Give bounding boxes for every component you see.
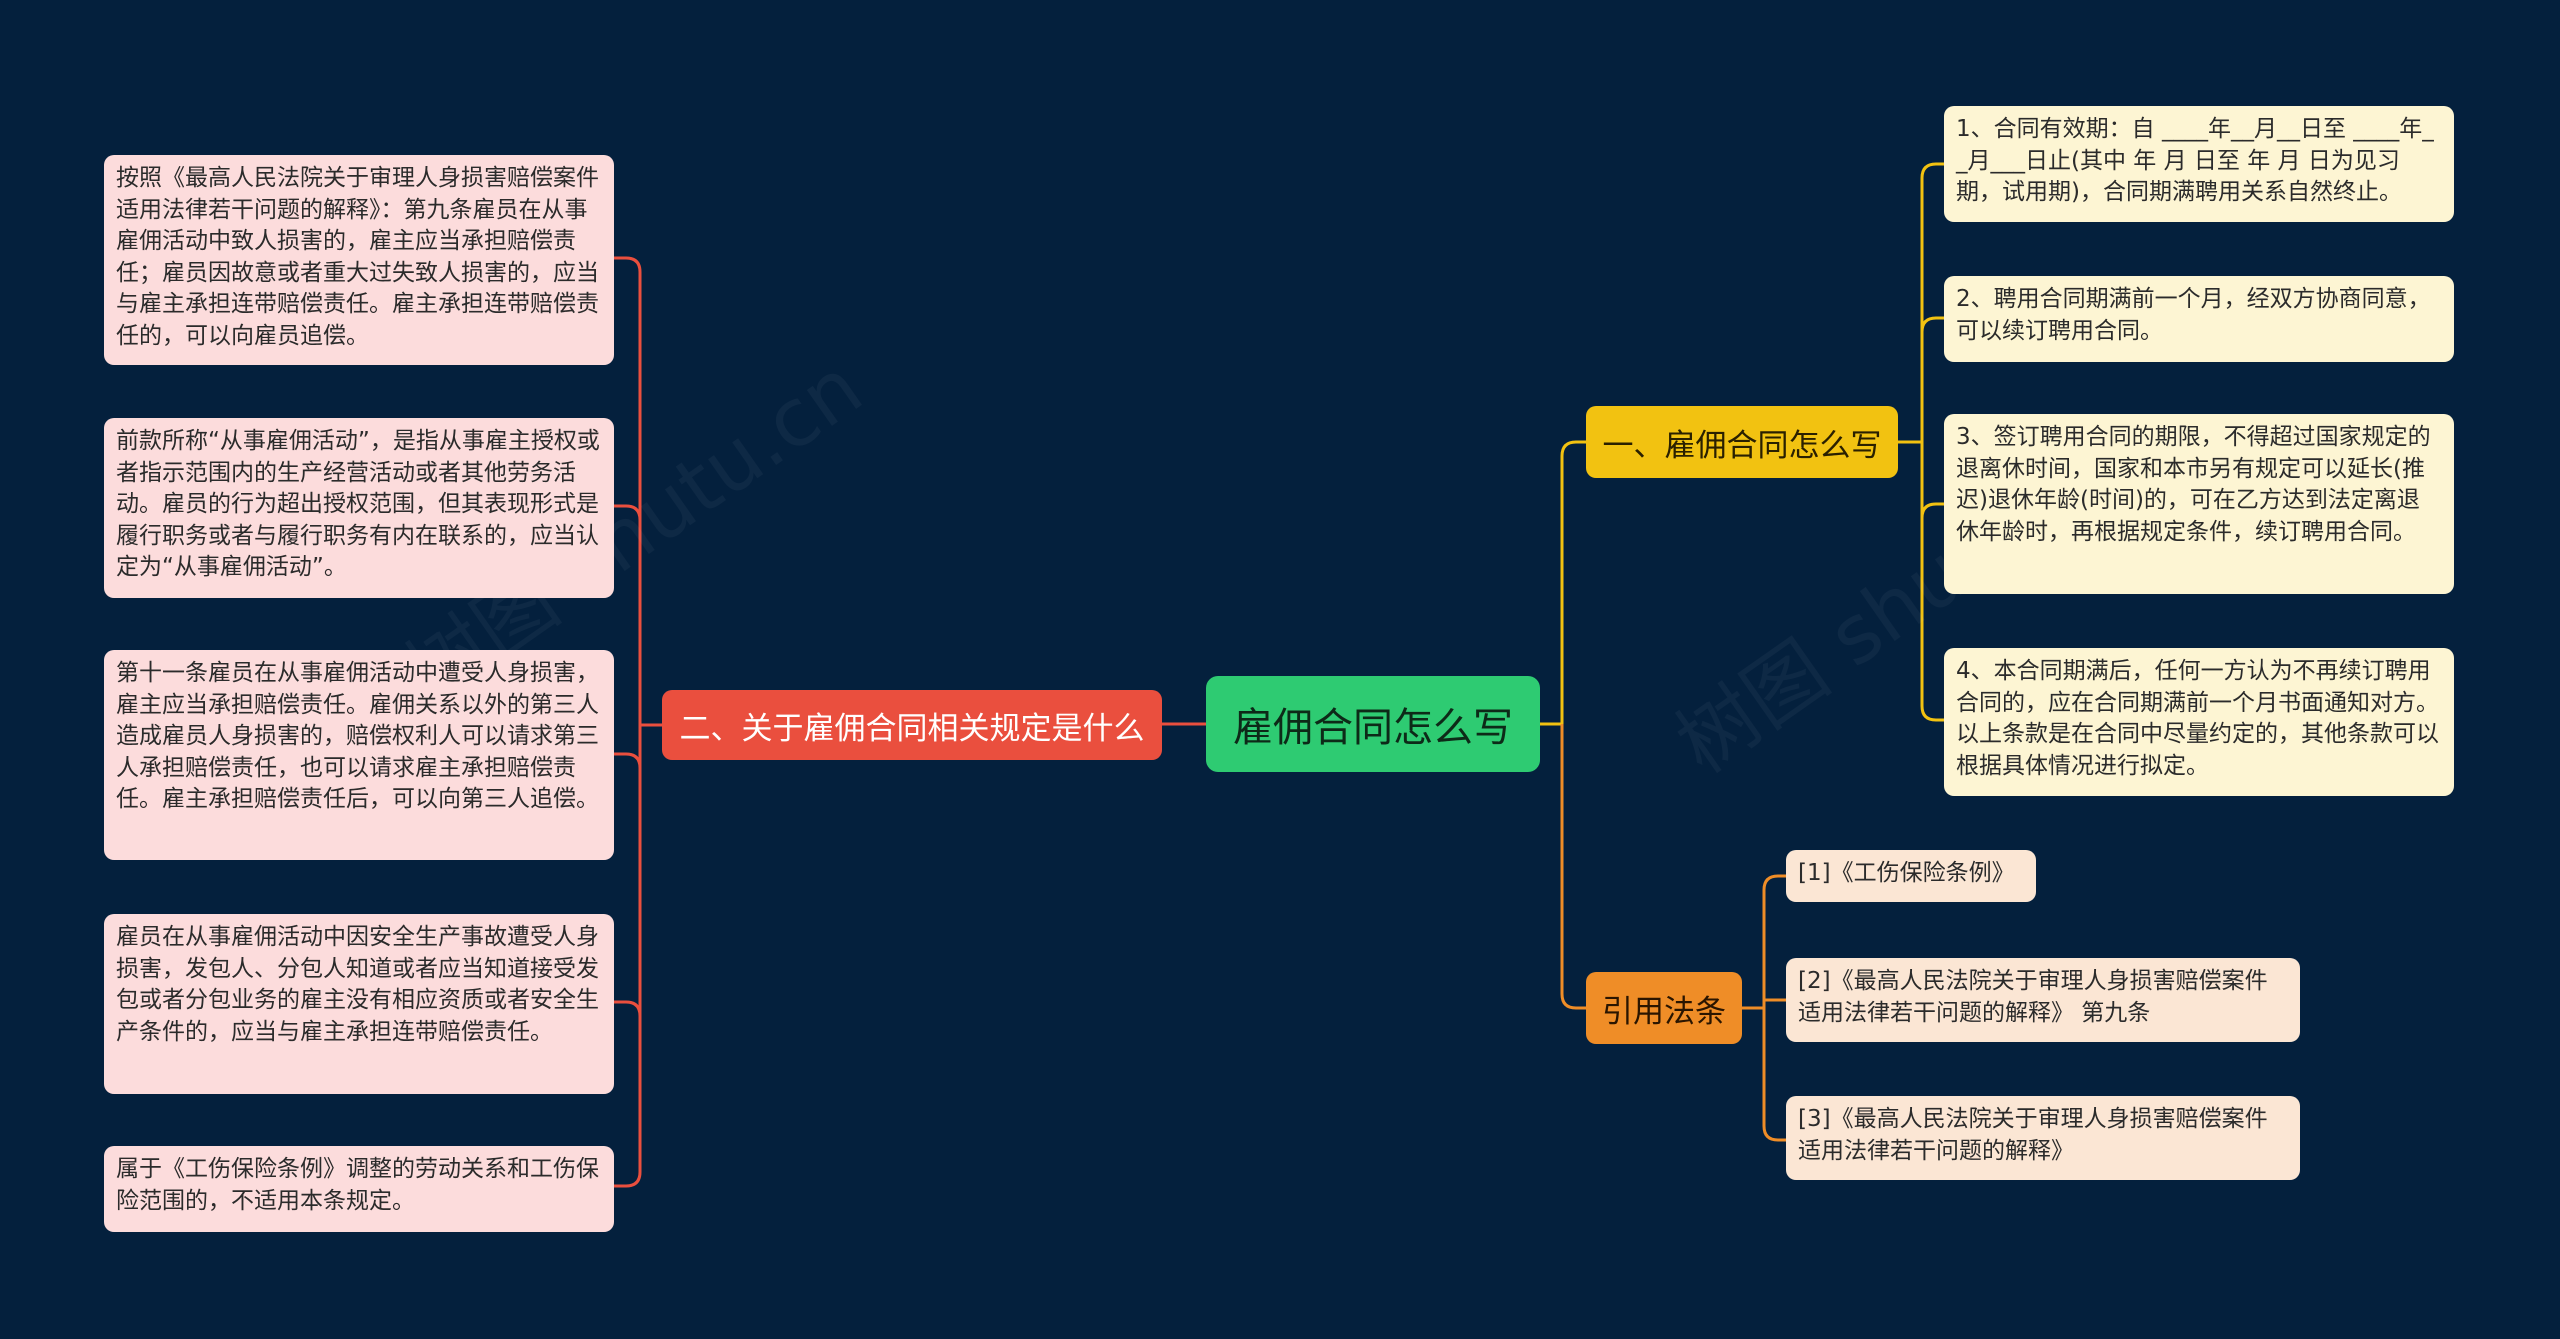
link-left-trunk	[638, 272, 662, 1172]
root-node[interactable]: 雇佣合同怎么写	[1206, 676, 1540, 772]
top-leaf-2[interactable]: 2、聘用合同期满前一个月，经双方协商同意，可以续订聘用合同。	[1944, 276, 2454, 362]
left-leaf-1[interactable]: 按照《最高人民法院关于审理人身损害赔偿案件适用法律若干问题的解释》：第九条雇员在…	[104, 155, 614, 365]
link-left-3	[614, 752, 642, 769]
branch-cited-laws[interactable]: 引用法条	[1586, 972, 1742, 1044]
link-bottom-3	[1762, 1125, 1786, 1142]
branch-how-to-write[interactable]: 一、雇佣合同怎么写	[1586, 406, 1898, 478]
link-top-trunk	[1898, 178, 1924, 706]
left-leaf-5[interactable]: 属于《工伤保险条例》调整的劳动关系和工伤保险范围的，不适用本条规定。	[104, 1146, 614, 1232]
link-left-4	[614, 1000, 642, 1017]
link-top-2	[1920, 316, 1944, 333]
link-bottom-trunk	[1742, 890, 1766, 1126]
link-root-bottom	[1560, 724, 1586, 1010]
left-leaf-4[interactable]: 雇员在从事雇佣活动中因安全生产事故遭受人身损害，发包人、分包人知道或者应当知道接…	[104, 914, 614, 1094]
link-bottom-1	[1762, 874, 1786, 891]
branch-related-rules[interactable]: 二、关于雇佣合同相关规定是什么	[662, 690, 1162, 760]
link-top-4	[1920, 705, 1944, 722]
left-leaf-2[interactable]: 前款所称“从事雇佣活动”，是指从事雇主授权或者指示范围内的生产经营活动或者其他劳…	[104, 418, 614, 598]
cited-law-2[interactable]: [2]《最高人民法院关于审理人身损害赔偿案件适用法律若干问题的解释》 第九条	[1786, 958, 2300, 1042]
link-top-3	[1920, 502, 1944, 519]
link-left-2	[614, 504, 642, 521]
link-left-5	[614, 1171, 642, 1188]
left-leaf-3[interactable]: 第十一条雇员在从事雇佣活动中遭受人身损害，雇主应当承担赔偿责任。雇佣关系以外的第…	[104, 650, 614, 860]
link-root-right	[1540, 440, 1586, 726]
top-leaf-1[interactable]: 1、合同有效期：自 ____年__月__日至 ____年__月___日止(其中 …	[1944, 106, 2454, 222]
link-left-1	[614, 256, 642, 273]
cited-law-3[interactable]: [3]《最高人民法院关于审理人身损害赔偿案件适用法律若干问题的解释》	[1786, 1096, 2300, 1180]
link-top-1	[1920, 162, 1944, 179]
top-leaf-4[interactable]: 4、本合同期满后，任何一方认为不再续订聘用合同的，应在合同期满前一个月书面通知对…	[1944, 648, 2454, 796]
top-leaf-3[interactable]: 3、签订聘用合同的期限，不得超过国家规定的退离休时间，国家和本市另有规定可以延长…	[1944, 414, 2454, 594]
cited-law-1[interactable]: [1]《工伤保险条例》	[1786, 850, 2036, 902]
